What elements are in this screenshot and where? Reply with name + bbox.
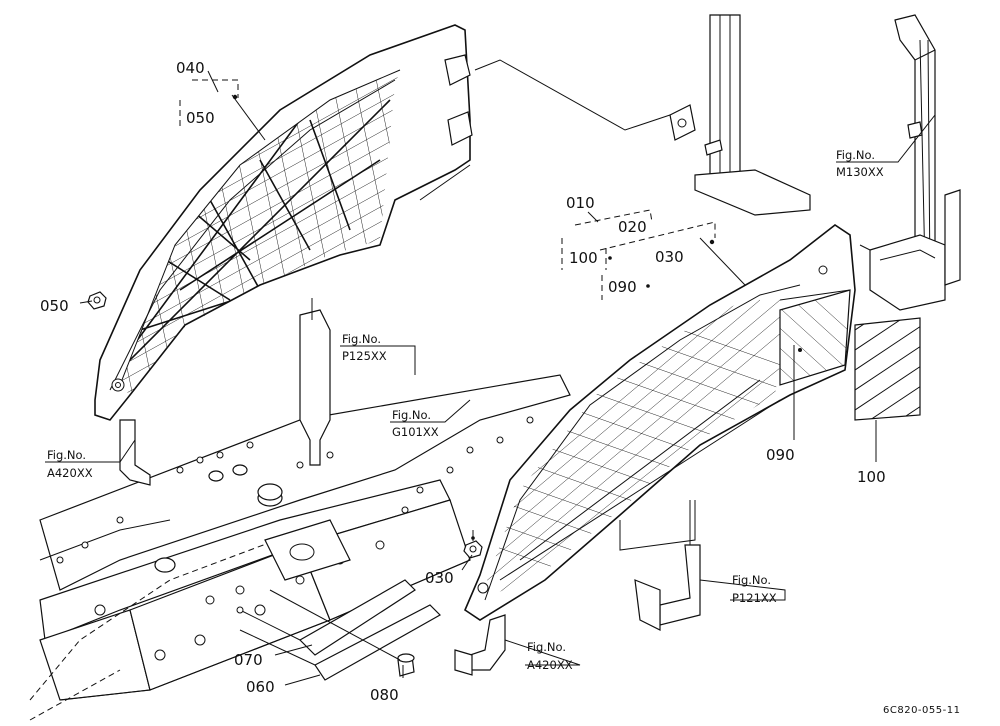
fig-p125-label: Fig.No. — [342, 332, 381, 346]
callout-090: 090 — [766, 446, 795, 464]
fig-a420-left-label: Fig.No. — [47, 448, 86, 462]
callout-060: 060 — [246, 678, 275, 696]
part-callouts: 040 050 050 010 020 100 030 090 090 100 … — [40, 59, 886, 704]
callout-030: 030 — [425, 569, 454, 587]
left-brackets — [119, 298, 331, 486]
callout-070: 070 — [234, 651, 263, 669]
callout-020: 020 — [618, 218, 647, 236]
upright-post — [474, 14, 811, 216]
guide-rails — [236, 579, 441, 681]
bottom-right-brackets — [454, 500, 701, 676]
callout-080: 080 — [370, 686, 399, 704]
fig-g101-number: G101XX — [392, 425, 439, 439]
right-upright-frame — [859, 14, 961, 311]
callout-dots — [232, 94, 802, 540]
drawing-code: 6C820-055-11 — [883, 705, 960, 716]
callout-100-upper: 100 — [569, 249, 598, 267]
callout-040: 040 — [176, 59, 205, 77]
fig-a420-bottom-number: A420XX — [527, 658, 573, 672]
callout-010: 010 — [566, 194, 595, 212]
callout-050-left: 050 — [40, 297, 69, 315]
callout-100: 100 — [857, 468, 886, 486]
right-side-panel — [464, 224, 856, 621]
decal-100 — [854, 317, 921, 421]
fig-g101-label: Fig.No. — [392, 408, 431, 422]
callout-030-upper: 030 — [655, 248, 684, 266]
callout-090-upper: 090 — [608, 278, 637, 296]
fig-m130-number: M130XX — [836, 165, 884, 179]
fig-m130-label: Fig.No. — [836, 148, 875, 162]
fig-p121-label: Fig.No. — [732, 573, 771, 587]
fig-a420-left-number: A420XX — [47, 466, 93, 480]
fig-p121-number: P121XX — [732, 591, 777, 605]
figure-references: Fig.No. M130XX Fig.No. P125XX Fig.No. G1… — [47, 148, 884, 672]
left-side-panel — [94, 24, 473, 421]
callout-050-upper: 050 — [186, 109, 215, 127]
leader-lines — [45, 70, 936, 686]
hex-nut-030 — [463, 530, 483, 559]
hex-nut-050 — [87, 291, 107, 310]
fig-a420-bottom-label: Fig.No. — [527, 640, 566, 654]
chassis-frame — [29, 374, 571, 721]
fig-p125-number: P125XX — [342, 349, 387, 363]
